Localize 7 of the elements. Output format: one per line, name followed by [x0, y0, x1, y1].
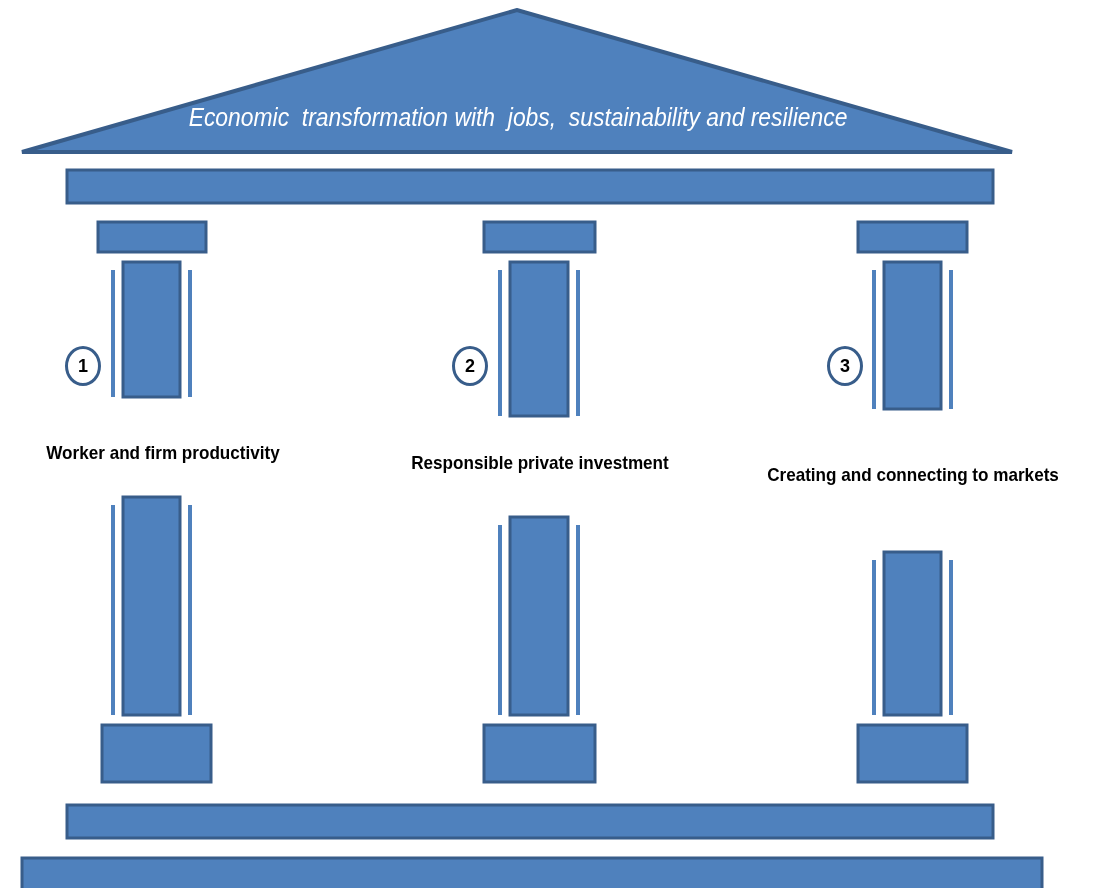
roof-title: Economic transformation with jobs, sustainability and resilience	[188, 102, 847, 133]
pillar-label: Worker and firm productivity	[46, 442, 280, 464]
pillar-label: Creating and connecting to markets	[767, 464, 1059, 486]
pillar-label: Responsible private investment	[411, 452, 669, 474]
number-circle: 1	[65, 346, 101, 386]
number-circle: 2	[452, 346, 488, 386]
number-circle: 3	[827, 346, 863, 386]
